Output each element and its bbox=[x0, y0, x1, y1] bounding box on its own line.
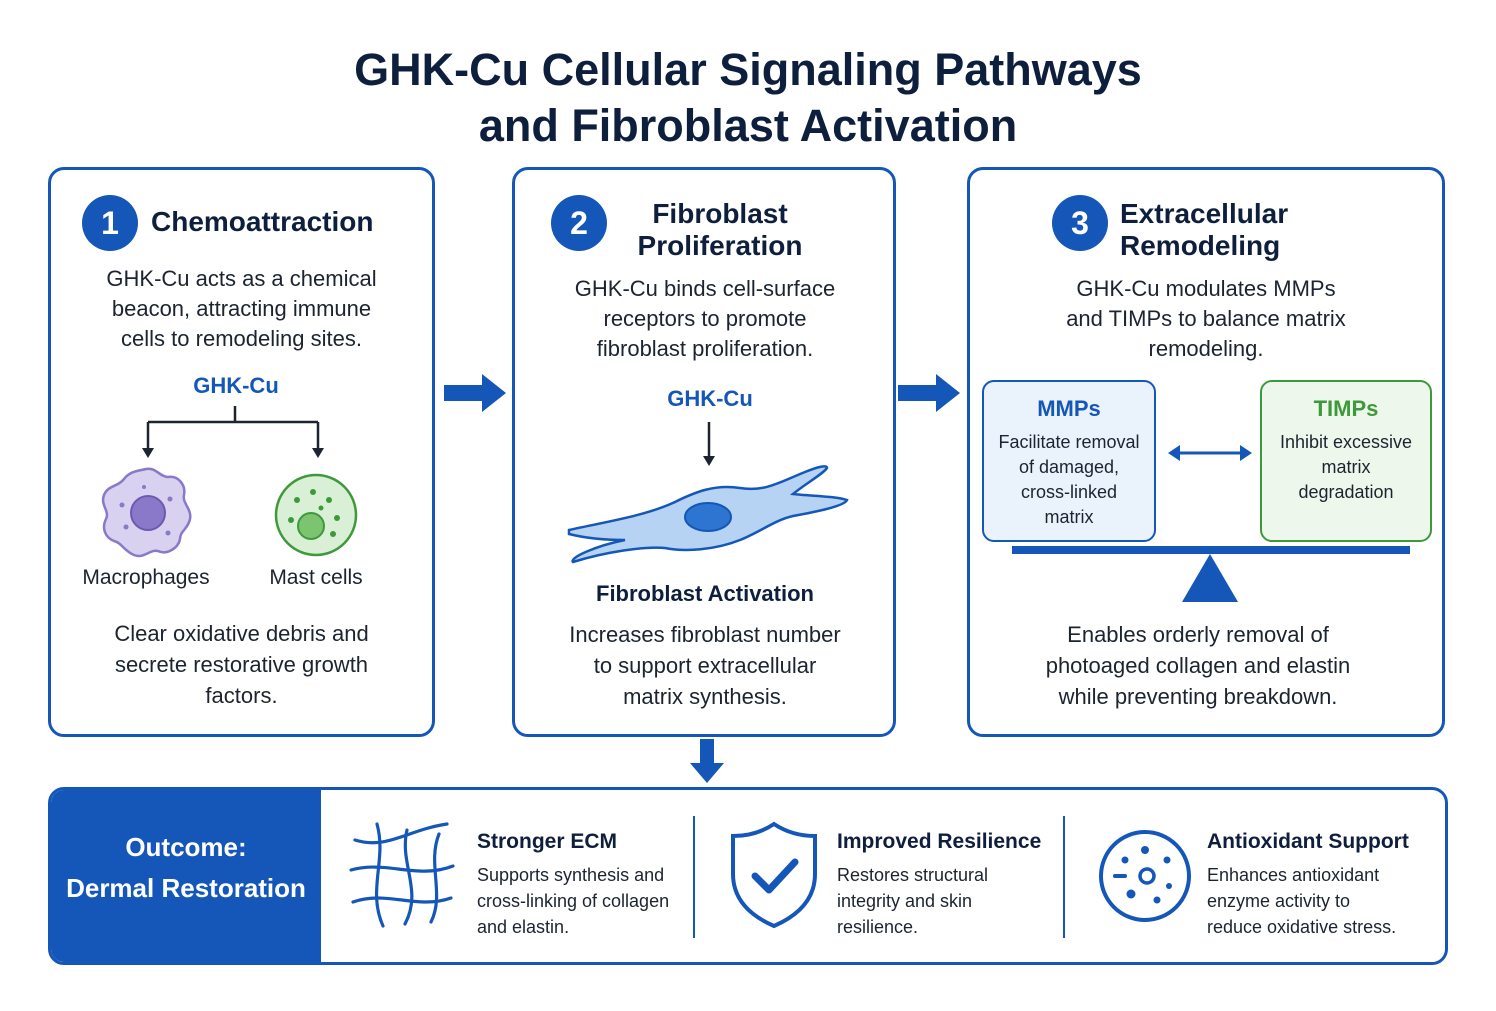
step-number-badge: 3 bbox=[1052, 195, 1108, 251]
mmps-box: MMPs Facilitate removal of damaged, cros… bbox=[982, 380, 1156, 542]
mmps-title: MMPs bbox=[1037, 396, 1101, 421]
flow-arrow-right bbox=[444, 374, 506, 412]
double-arrow bbox=[1168, 445, 1252, 461]
macrophage-cell-icon bbox=[101, 467, 192, 558]
benefit-description: Supports synthesis and cross-linking of … bbox=[477, 865, 670, 937]
benefit-description: Enhances antioxidant enzyme activity to … bbox=[1207, 865, 1397, 937]
mmps-description: Facilitate removal of damaged, cross-lin… bbox=[998, 432, 1140, 527]
timps-box: TIMPs Inhibit excessive matrix degradati… bbox=[1260, 380, 1432, 542]
panel-chemoattraction: 1 Chemoattraction GHK-Cu acts as a chemi… bbox=[48, 167, 435, 737]
panel-description: GHK-Cu modulates MMPs and TIMPs to balan… bbox=[1066, 276, 1346, 361]
step-number-badge: 2 bbox=[551, 195, 607, 251]
panel-title: Extracellular Remodeling bbox=[1120, 198, 1289, 261]
benefit-description: Restores structural integrity and skin r… bbox=[837, 865, 989, 937]
mast-cell-icon bbox=[274, 473, 358, 557]
shield-check-icon bbox=[731, 821, 817, 929]
timps-title: TIMPs bbox=[1313, 396, 1379, 421]
mast-cells-label: Mast cells bbox=[269, 566, 363, 589]
down-arrow bbox=[703, 422, 715, 466]
panel-extracellular-remodeling: 3 Extracellular Remodeling GHK-Cu modula… bbox=[967, 167, 1445, 737]
antioxidant-cell-icon bbox=[1099, 830, 1191, 922]
title-line-1: GHK-Cu Cellular Signaling Pathways bbox=[354, 44, 1142, 95]
flow-arrow-right bbox=[898, 374, 960, 412]
benefit-title: Improved Resilience bbox=[837, 830, 1042, 853]
panel-title: Fibroblast Proliferation bbox=[637, 198, 803, 261]
panel-fibroblast-proliferation: 2 Fibroblast Proliferation GHK-Cu binds … bbox=[512, 167, 896, 737]
branching-arrows bbox=[142, 406, 324, 458]
benefit-title: Antioxidant Support bbox=[1207, 830, 1409, 853]
fiber-network-icon bbox=[349, 822, 455, 928]
timps-description: Inhibit excessive matrix degradation bbox=[1279, 432, 1413, 502]
benefit-title: Stronger ECM bbox=[477, 830, 618, 853]
fibroblast-activation-label: Fibroblast Activation bbox=[596, 581, 814, 606]
panel-title: Chemoattraction bbox=[151, 206, 374, 237]
title-line-2: and Fibroblast Activation bbox=[478, 100, 1018, 151]
panel-description: GHK-Cu binds cell-surface receptors to p… bbox=[574, 276, 836, 361]
fibroblast-cell-icon bbox=[567, 465, 849, 564]
page-title: GHK-Cu Cellular Signaling Pathways and F… bbox=[0, 42, 1496, 154]
outcome-banner: Outcome: Dermal Restoration Stronger ECM… bbox=[48, 787, 1448, 965]
step-number-badge: 1 bbox=[82, 195, 138, 251]
divider bbox=[1063, 816, 1065, 938]
divider bbox=[693, 816, 695, 938]
ghk-cu-label: GHK-Cu bbox=[667, 386, 753, 411]
panel-description: GHK-Cu acts as a chemical beacon, attrac… bbox=[106, 266, 377, 351]
outcome-label: Outcome: Dermal Restoration bbox=[51, 790, 321, 962]
macrophages-label: Macrophages bbox=[82, 566, 210, 589]
flow-arrow-down bbox=[690, 739, 724, 783]
ghk-cu-label: GHK-Cu bbox=[193, 373, 279, 398]
panel-footer-text: Enables orderly removal of photoaged col… bbox=[1045, 622, 1351, 709]
balance-scale-icon bbox=[1012, 546, 1410, 602]
panel-footer-text: Clear oxidative debris and secrete resto… bbox=[114, 621, 369, 708]
panel-footer-text: Increases fibroblast number to support e… bbox=[569, 622, 841, 709]
